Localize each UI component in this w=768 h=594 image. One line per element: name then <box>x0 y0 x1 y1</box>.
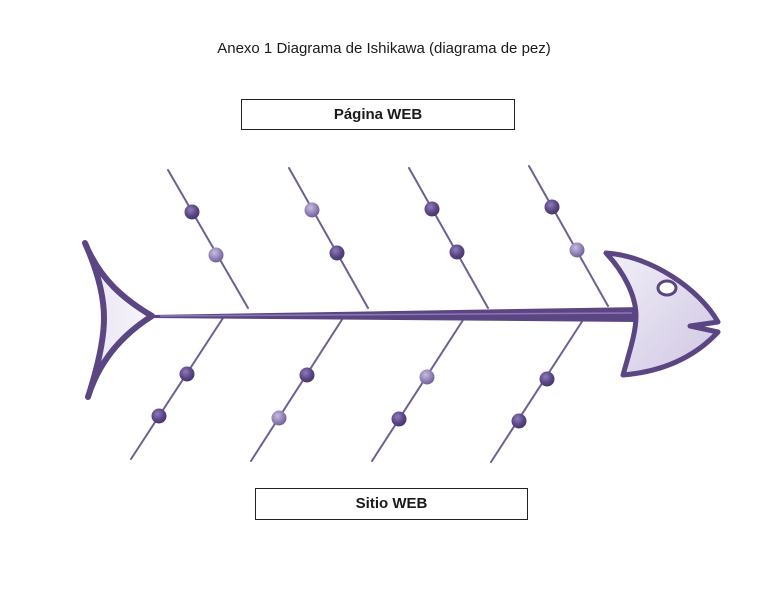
bead <box>180 367 195 382</box>
lower-bone-2 <box>251 318 343 461</box>
bead <box>209 248 224 263</box>
lower-bones <box>131 318 583 462</box>
upper-bone-4 <box>529 166 608 306</box>
fish-eye <box>658 281 676 295</box>
bead <box>450 245 465 260</box>
upper-bones <box>168 166 608 308</box>
bead <box>540 372 555 387</box>
lower-bone-1 <box>131 318 223 459</box>
bead <box>420 370 435 385</box>
upper-bone-1 <box>168 170 248 308</box>
bead <box>392 412 407 427</box>
bead <box>152 409 167 424</box>
bead <box>570 243 585 258</box>
upper-beads <box>185 200 585 263</box>
lower-beads <box>152 367 555 429</box>
bead <box>305 203 320 218</box>
upper-bone-2 <box>289 168 368 308</box>
bottom-category-box: Sitio WEB <box>255 488 528 520</box>
bead <box>545 200 560 215</box>
bead <box>425 202 440 217</box>
bead <box>330 246 345 261</box>
upper-bone-3 <box>409 168 488 308</box>
tail <box>85 243 152 397</box>
bead <box>512 414 527 429</box>
lower-bone-3 <box>372 320 463 461</box>
bead <box>185 205 200 220</box>
lower-bone-4 <box>491 320 583 462</box>
bead <box>300 368 315 383</box>
bead <box>272 411 287 426</box>
